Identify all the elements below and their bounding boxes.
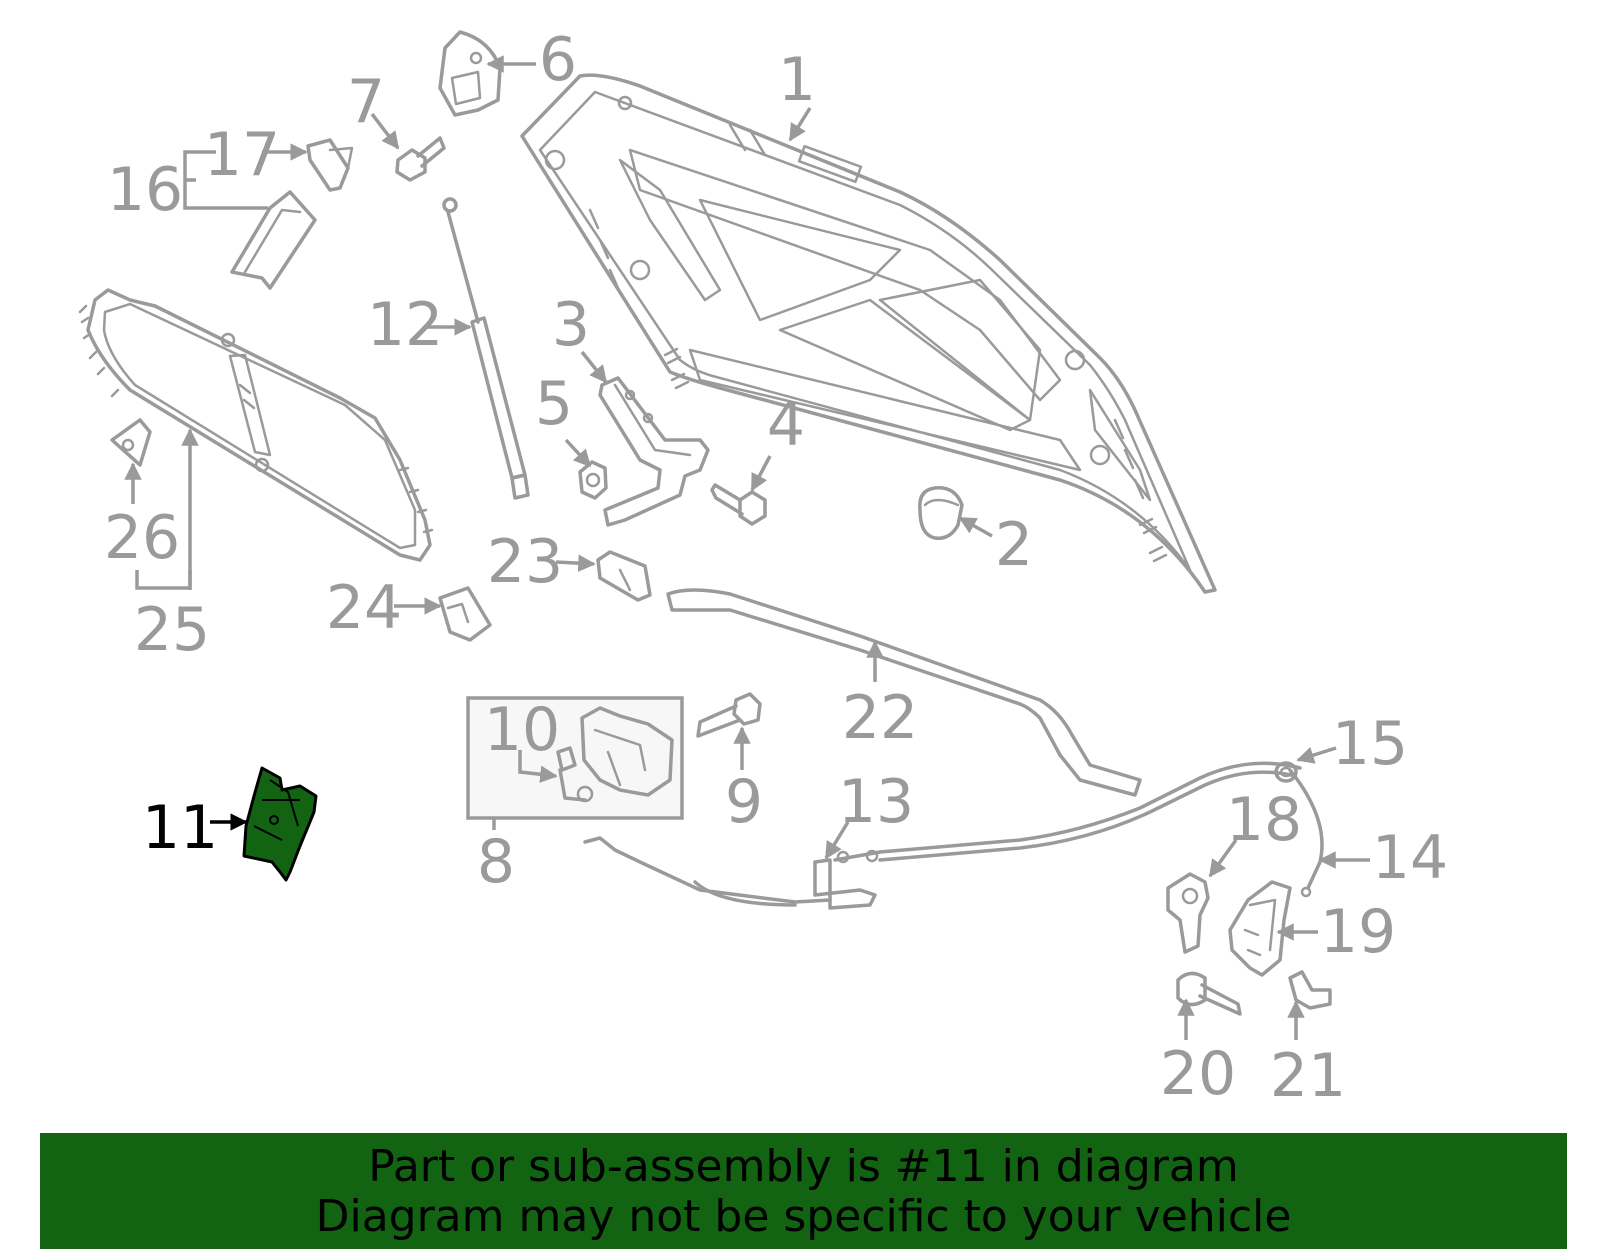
bracket-24 bbox=[438, 586, 492, 642]
callout-2: 2 bbox=[995, 510, 1033, 580]
hood-hinge bbox=[598, 376, 710, 527]
callout-19: 19 bbox=[1320, 897, 1396, 967]
callout-4: 4 bbox=[767, 390, 805, 460]
callout-16: 16 bbox=[107, 155, 183, 225]
callout-15: 15 bbox=[1332, 709, 1408, 779]
callout-24: 24 bbox=[326, 573, 402, 643]
callout-9: 9 bbox=[725, 767, 763, 837]
release-cable bbox=[583, 761, 1324, 910]
parts-diagram: 1 2 3 4 5 6 7 8 9 10 11 12 13 14 15 16 1… bbox=[78, 25, 1448, 1111]
callout-14: 14 bbox=[1372, 823, 1448, 893]
callout-17: 17 bbox=[204, 120, 280, 190]
callout-21: 21 bbox=[1270, 1041, 1346, 1111]
clip-17 bbox=[306, 138, 354, 192]
nut-5 bbox=[578, 460, 608, 500]
callout-5: 5 bbox=[535, 369, 573, 439]
callout-13: 13 bbox=[838, 767, 914, 837]
hinge-bracket-top bbox=[438, 30, 502, 117]
bolt-9 bbox=[696, 692, 762, 738]
callout-12: 12 bbox=[367, 290, 443, 360]
clip-26 bbox=[110, 418, 152, 467]
hood-seal bbox=[666, 588, 1142, 797]
callout-10: 10 bbox=[484, 695, 560, 765]
callout-7: 7 bbox=[347, 67, 385, 137]
hood-strut bbox=[442, 197, 530, 500]
hood-insulator bbox=[78, 288, 434, 562]
callout-6: 6 bbox=[539, 25, 577, 95]
callout-23: 23 bbox=[487, 527, 563, 597]
banner-line-2: Diagram may not be specific to your vehi… bbox=[315, 1191, 1292, 1242]
banner-line-1: Part or sub-assembly is #11 in diagram bbox=[368, 1141, 1239, 1192]
callout-1: 1 bbox=[778, 45, 816, 115]
callout-25: 25 bbox=[134, 595, 210, 665]
latch-assembly-box bbox=[466, 696, 684, 820]
callout-18: 18 bbox=[1226, 785, 1302, 855]
grommet-15 bbox=[1274, 761, 1298, 783]
bumper-2 bbox=[918, 486, 964, 540]
callout-20: 20 bbox=[1160, 1039, 1236, 1109]
callout-3: 3 bbox=[552, 290, 590, 360]
leader-lines bbox=[124, 55, 1370, 1040]
callout-labels: 1 2 3 4 5 6 7 8 9 10 11 12 13 14 15 16 1… bbox=[104, 25, 1448, 1111]
highlighted-part-11 bbox=[242, 766, 318, 882]
callout-22: 22 bbox=[842, 683, 918, 753]
hood-panel bbox=[520, 73, 1217, 594]
handle-bracket bbox=[1228, 880, 1292, 977]
info-banner: Part or sub-assembly is #11 in diagram D… bbox=[40, 1133, 1567, 1249]
callout-11: 11 bbox=[142, 793, 218, 863]
bolt-7 bbox=[395, 136, 446, 182]
bumper-23 bbox=[596, 550, 652, 602]
callout-26: 26 bbox=[104, 503, 180, 573]
seal-strip-16 bbox=[230, 190, 317, 290]
release-handle bbox=[1166, 872, 1210, 954]
bolt-4 bbox=[710, 483, 767, 526]
callout-8: 8 bbox=[477, 827, 515, 897]
